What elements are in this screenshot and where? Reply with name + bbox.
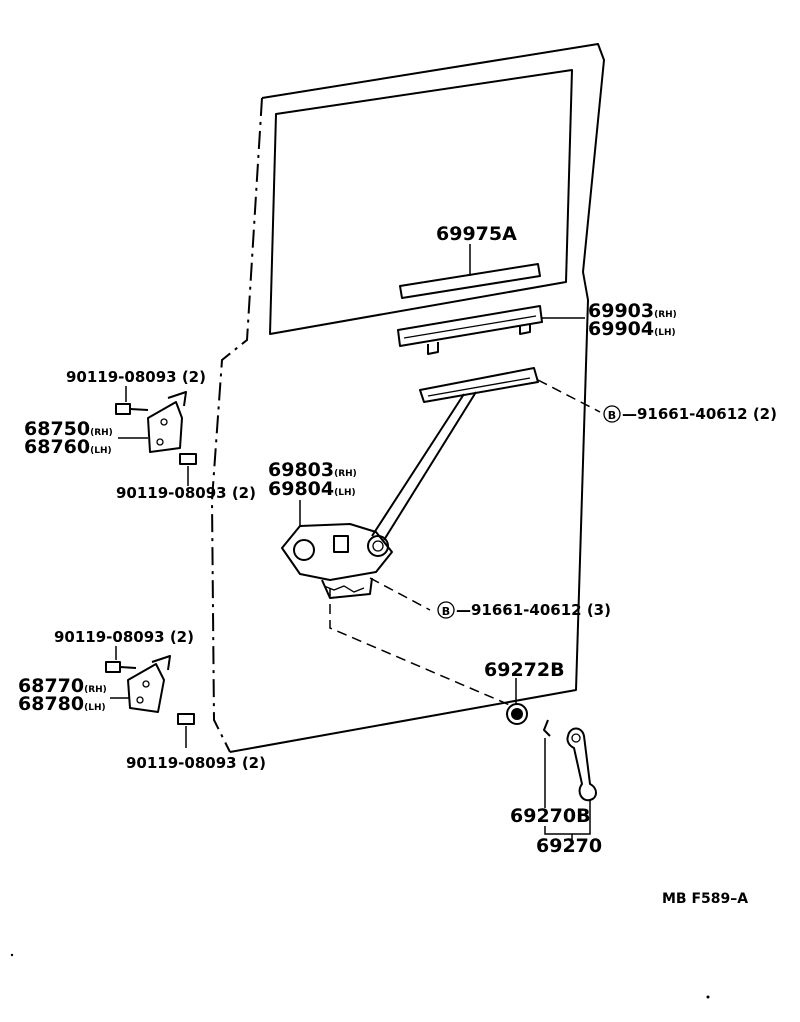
label-69272b: 69272B (484, 659, 565, 681)
scan-speck (706, 995, 710, 999)
label-69270: 69270 (536, 835, 602, 857)
label-screw-2: —91661-40612 (3) (456, 601, 611, 619)
label-bolt-2: 90119-08093 (2) (116, 484, 256, 502)
figure-code: MB F589–A (662, 891, 748, 907)
handle-bracket (544, 826, 591, 840)
label-68760: 68760(LH) (24, 436, 112, 458)
handle-bushing-69272b (506, 678, 528, 725)
label-69803: 69803(RH) (268, 459, 357, 481)
label-screw-1: —91661-40612 (2) (622, 405, 777, 423)
rh-tag: (RH) (84, 685, 107, 695)
rh-tag: (RH) (654, 310, 677, 320)
rh-tag: (RH) (90, 428, 113, 438)
label-69903: 69903(RH) (588, 300, 677, 322)
label-68750: 68750(RH) (24, 418, 113, 440)
label-69270b: 69270B (510, 805, 591, 827)
hinge-upper-68750 (115, 386, 197, 486)
glass-channel-69903 (397, 305, 585, 355)
label-69975a: 69975A (436, 223, 517, 245)
scan-speck (10, 953, 14, 957)
leader-screw-upper (537, 379, 601, 413)
circled-b-lower: B (442, 605, 450, 618)
window-crank-handle-69270 (566, 727, 597, 826)
label-68770: 68770(RH) (18, 675, 107, 697)
label-bolt-4: 90119-08093 (2) (126, 754, 266, 772)
lh-tag: (LH) (90, 446, 112, 456)
lh-tag: (LH) (334, 488, 356, 498)
screw-b-marker-upper: B (603, 405, 621, 423)
label-bolt-1: 90119-08093 (2) (66, 368, 206, 386)
glass-run-strip-69975a (399, 244, 541, 299)
label-69904: 69904(LH) (588, 318, 676, 340)
leader-screw-lower (369, 577, 431, 611)
door-frame (210, 43, 605, 753)
rh-tag: (RH) (334, 469, 357, 479)
circled-b-upper: B (608, 409, 616, 422)
label-68780: 68780(LH) (18, 693, 106, 715)
window-regulator-69803 (281, 367, 539, 599)
handle-clip-69270b (543, 719, 551, 808)
label-69804: 69804(LH) (268, 478, 356, 500)
screw-b-marker-lower: B (437, 601, 455, 619)
lh-tag: (LH) (84, 703, 106, 713)
lh-tag: (LH) (654, 328, 676, 338)
label-bolt-3: 90119-08093 (2) (54, 628, 194, 646)
leader-handle (329, 588, 513, 707)
hinge-lower-68770 (105, 646, 195, 748)
